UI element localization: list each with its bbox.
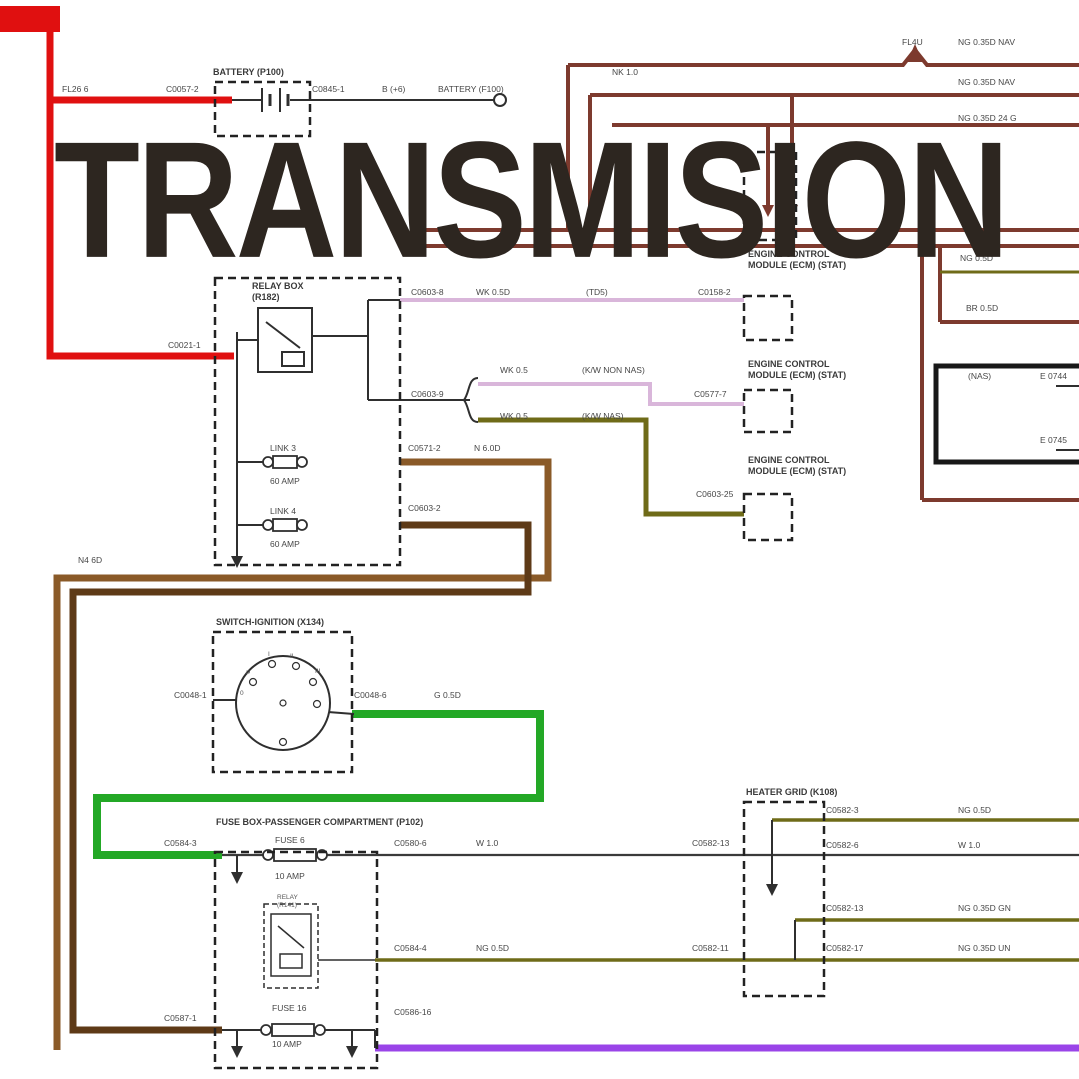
battery-f100-terminal — [493, 93, 507, 107]
main-relay-symbol — [257, 307, 313, 373]
battery-symbol — [261, 88, 290, 112]
battery-box-outline — [213, 80, 312, 138]
ecm2-box-outline — [742, 388, 794, 434]
link4-fuse-symbol — [262, 518, 308, 532]
ignition-box-outline — [211, 630, 354, 774]
link3-fuse-symbol — [262, 455, 308, 469]
ecm1-box-outline — [742, 294, 794, 342]
black-connection-lines — [213, 99, 1079, 1048]
fusebox-outline — [213, 850, 379, 1070]
brown-wire-inner — [69, 521, 532, 1034]
brown-wire-outer — [53, 458, 552, 1050]
ecm-hidden-box-outline — [742, 150, 798, 242]
olive-wire-kw-nas — [478, 417, 744, 517]
maroon-arrow-1 — [762, 205, 774, 217]
red-wire — [46, 32, 234, 360]
fuse16-symbol — [260, 1023, 326, 1037]
ecm3-box-outline — [742, 492, 794, 542]
pink-wires — [400, 298, 744, 406]
title-overlay: TRANSMISION — [54, 107, 1010, 293]
ignition-switch-symbol — [235, 655, 331, 751]
red-corner-block — [0, 6, 60, 32]
ground-arrows — [231, 556, 778, 1058]
green-wire — [93, 710, 544, 859]
relay-box-outline — [213, 276, 402, 567]
olive-rows — [375, 818, 1079, 962]
heater-grid-outline — [742, 800, 826, 998]
component-outlines — [211, 80, 826, 1070]
nas-harness-outline — [933, 363, 1079, 465]
inner-relay-symbol — [263, 903, 375, 989]
fl4u-node — [907, 44, 923, 62]
